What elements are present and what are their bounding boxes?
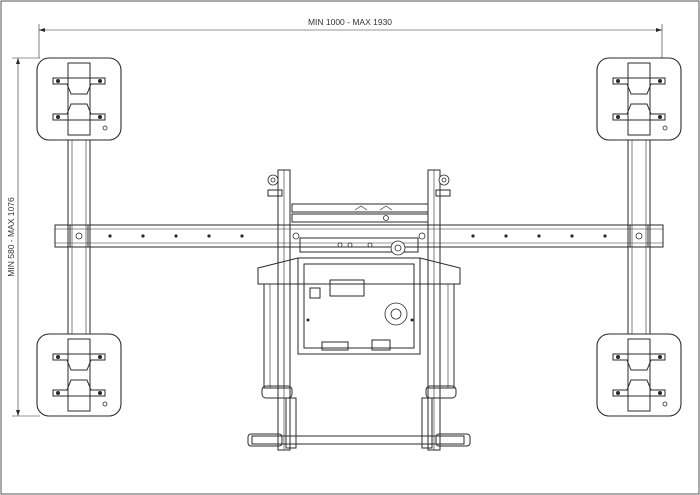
beam-bolt-hole	[174, 234, 178, 238]
suction-pad-bottom-right	[596, 333, 682, 417]
suction-pad-bottom-left	[36, 333, 122, 417]
beam-bolt-hole	[141, 234, 145, 238]
beam-bolt-hole	[240, 234, 244, 238]
height-dimension: MIN 580 - MAX 1076	[6, 57, 40, 417]
beam-bolt-hole	[570, 234, 574, 238]
control-panel	[303, 263, 415, 349]
width-dimension-label: MIN 1000 - MAX 1930	[308, 17, 392, 27]
beam-bolt-hole	[471, 234, 475, 238]
width-dimension: MIN 1000 - MAX 1930	[38, 17, 663, 58]
cross-beam	[54, 224, 664, 248]
suction-pad-top-left	[36, 57, 122, 141]
base-foot-bar	[251, 435, 465, 445]
height-dimension-label: MIN 580 - MAX 1076	[6, 197, 16, 277]
beam-bolt-hole	[603, 234, 607, 238]
beam-bolt-hole	[537, 234, 541, 238]
beam-bolt-hole	[504, 234, 508, 238]
beam-bolt-hole	[108, 234, 112, 238]
beam-bolt-hole	[207, 234, 211, 238]
central-lifting-unit	[247, 169, 471, 451]
suction-pad-top-right	[596, 57, 682, 141]
